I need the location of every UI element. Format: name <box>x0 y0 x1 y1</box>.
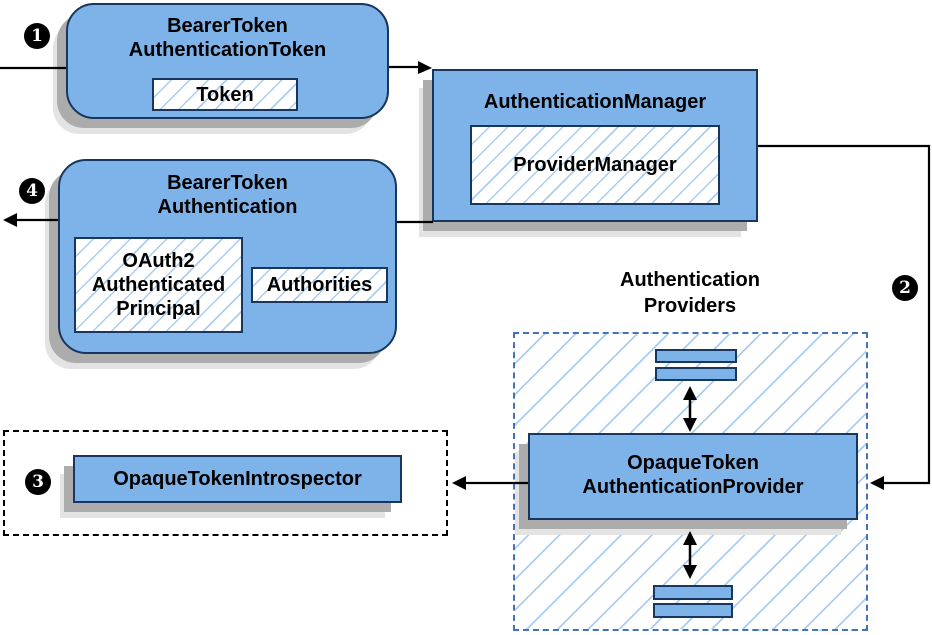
step-3-number: 3 <box>32 471 44 492</box>
provider-stub-bottom-1 <box>653 585 733 600</box>
authentication-manager-title: AuthenticationManager <box>483 91 707 113</box>
opaque-token-authentication-provider-title: OpaqueToken AuthenticationProvider <box>582 452 804 498</box>
step-4-badge: 4 <box>19 178 45 204</box>
bearer-token-authentication-token-node: BearerToken AuthenticationToken Token <box>66 3 389 119</box>
bearer-token-authentication-node: BearerToken Authentication OAuth2 Authen… <box>58 159 397 354</box>
step-4-number: 4 <box>26 180 38 201</box>
authentication-providers-label: Authentication Providers <box>620 269 760 317</box>
provider-manager-inner-box: ProviderManager <box>470 125 720 205</box>
opaque-token-introspector-node: OpaqueTokenIntrospector <box>73 455 402 503</box>
opaque-token-authentication-provider-node: OpaqueToken AuthenticationProvider <box>528 433 858 520</box>
bearer-token-authentication-title: BearerToken Authentication <box>157 172 298 218</box>
authentication-manager-node: AuthenticationManager ProviderManager <box>432 69 758 222</box>
authentication-outgoing-arrow <box>3 213 58 227</box>
step-2-number: 2 <box>899 277 911 298</box>
oauth2-authenticated-principal-inner-box: OAuth2 Authenticated Principal <box>74 237 243 333</box>
token-inner-box: Token <box>152 78 298 111</box>
bearer-token-authentication-token-title: BearerToken AuthenticationToken <box>128 15 327 61</box>
provider-stub-bottom-2 <box>653 603 733 618</box>
step-1-badge: 1 <box>24 23 50 49</box>
provider-stub-top-2 <box>655 367 737 381</box>
token-to-manager-arrow <box>389 61 432 74</box>
step-2-badge: 2 <box>892 275 918 301</box>
step-1-number: 1 <box>31 25 43 46</box>
authorities-inner-box: Authorities <box>251 267 388 303</box>
step-3-badge: 3 <box>25 469 51 495</box>
provider-stub-top-1 <box>655 349 737 363</box>
